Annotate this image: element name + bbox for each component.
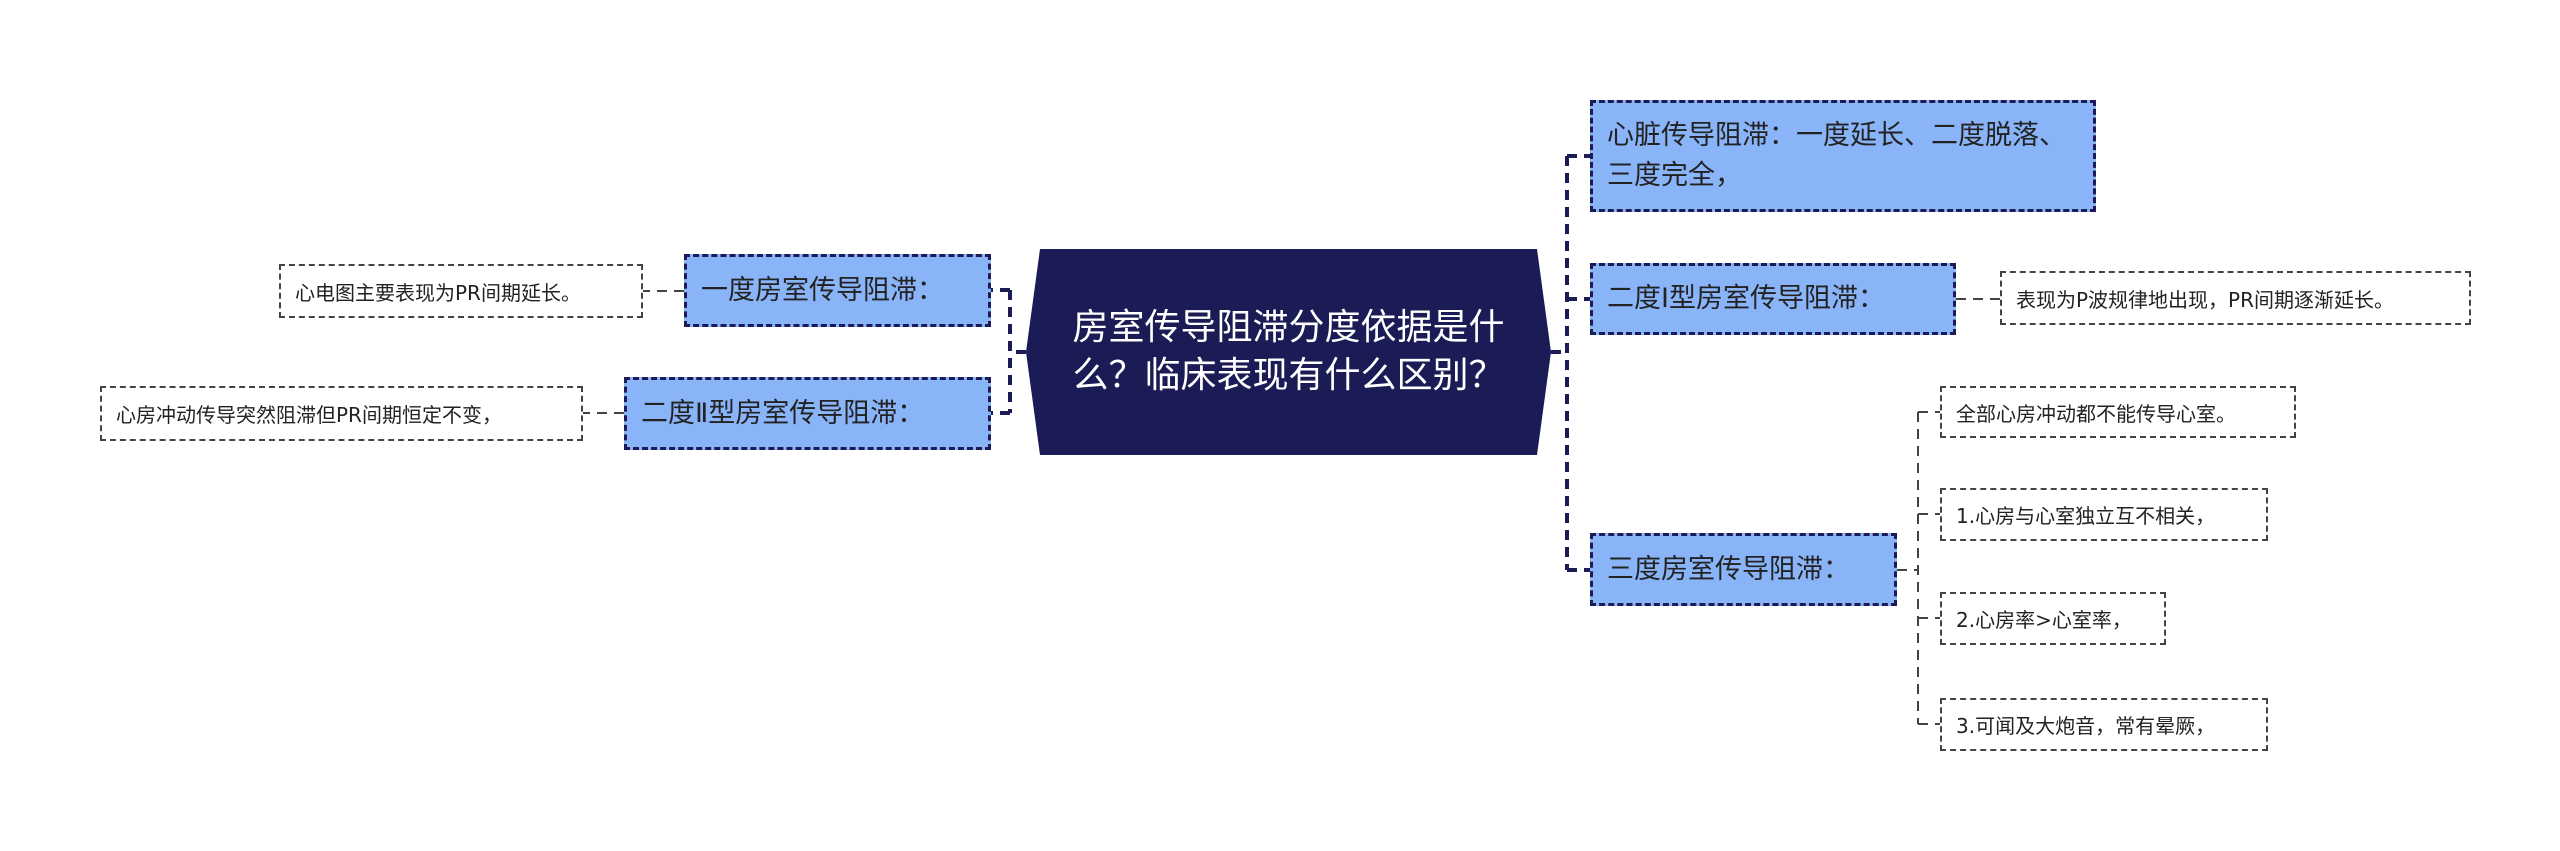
leaf-label: 1.心房与心室独立互不相关， xyxy=(1956,504,2216,528)
leaf-third-degree-1[interactable]: 全部心房冲动都不能传导心室。 xyxy=(1940,386,2296,438)
branch-second-degree-type2[interactable]: 二度Ⅱ型房室传导阻滞： xyxy=(624,377,991,450)
leaf-label: 心房冲动传导突然阻滞但PR间期恒定不变， xyxy=(116,403,502,427)
branch-heart-block[interactable]: 心脏传导阻滞：一度延长、二度脱落、三度完全， xyxy=(1590,100,2096,212)
leaf-type1-description[interactable]: 表现为P波规律地出现，PR间期逐渐延长。 xyxy=(2000,271,2471,325)
branch-label: 二度Ⅱ型房室传导阻滞： xyxy=(641,397,925,429)
root-topic[interactable]: 房室传导阻滞分度依据是什么？临床表现有什么区别？ xyxy=(1026,249,1551,455)
branch-label: 三度房室传导阻滞： xyxy=(1607,553,1850,585)
leaf-label: 3.可闻及大炮音，常有晕厥， xyxy=(1956,714,2216,738)
leaf-label: 全部心房冲动都不能传导心室。 xyxy=(1956,401,2236,426)
leaf-label: 表现为P波规律地出现，PR间期逐渐延长。 xyxy=(2016,287,2395,312)
leaf-third-degree-4[interactable]: 3.可闻及大炮音，常有晕厥， xyxy=(1940,698,2268,751)
branch-third-degree[interactable]: 三度房室传导阻滞： xyxy=(1590,533,1897,606)
branch-label: 心脏传导阻滞：一度延长、二度脱落、三度完全， xyxy=(1607,120,2066,191)
leaf-label: 2.心房率>心室率， xyxy=(1956,608,2132,632)
branch-second-degree-type1[interactable]: 二度Ⅰ型房室传导阻滞： xyxy=(1590,263,1956,335)
leaf-type2-description[interactable]: 心房冲动传导突然阻滞但PR间期恒定不变， xyxy=(100,386,583,441)
branch-label: 二度Ⅰ型房室传导阻滞： xyxy=(1607,283,1885,314)
branch-first-degree[interactable]: 一度房室传导阻滞： xyxy=(684,254,991,327)
leaf-third-degree-2[interactable]: 1.心房与心室独立互不相关， xyxy=(1940,488,2268,541)
leaf-first-degree[interactable]: 心电图主要表现为PR间期延长。 xyxy=(279,264,643,318)
root-shape xyxy=(1026,249,1551,455)
leaf-label: 心电图主要表现为PR间期延长。 xyxy=(295,280,581,305)
branch-label: 一度房室传导阻滞： xyxy=(701,274,944,306)
leaf-third-degree-3[interactable]: 2.心房率>心室率， xyxy=(1940,592,2166,645)
root-label: 房室传导阻滞分度依据是什么？临床表现有什么区别？ xyxy=(1072,307,1505,396)
